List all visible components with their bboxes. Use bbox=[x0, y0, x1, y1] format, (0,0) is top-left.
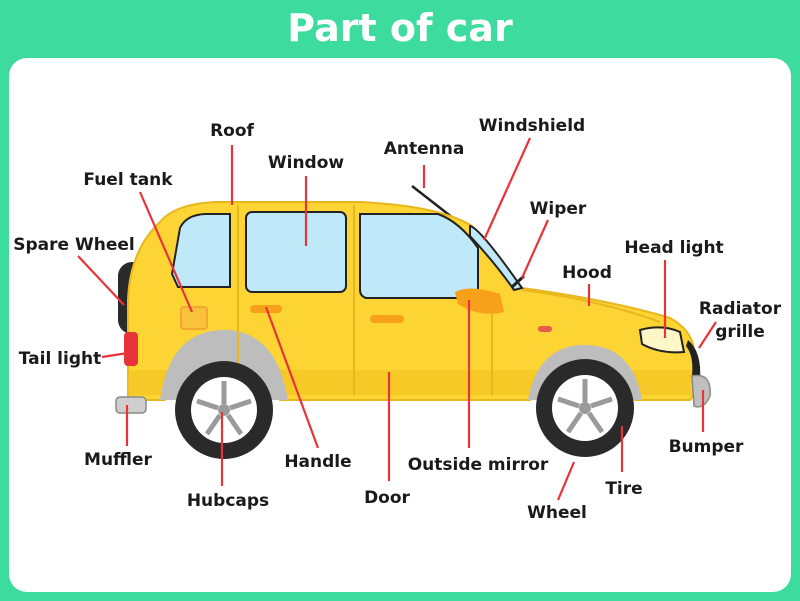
rear-spokes bbox=[196, 381, 252, 436]
fuel-tank-cap bbox=[180, 306, 208, 330]
wheel-leader bbox=[556, 461, 576, 501]
label-antenna: Antenna bbox=[384, 139, 465, 159]
label-radiator-line1: Radiator bbox=[699, 299, 782, 319]
middle-window bbox=[245, 211, 347, 293]
label-radiator-line2: grille bbox=[715, 322, 765, 342]
bumper-shape bbox=[691, 374, 711, 408]
front-side-window bbox=[359, 213, 479, 299]
rear-side-window bbox=[170, 213, 231, 288]
leader-lines bbox=[77, 137, 717, 501]
rear-hub-center bbox=[218, 404, 230, 416]
label-window: Window bbox=[268, 153, 345, 173]
windshield-glass bbox=[469, 224, 524, 292]
label-handle: Handle bbox=[284, 452, 351, 472]
fuel-tank-leader bbox=[138, 191, 194, 313]
tail-light-leader bbox=[101, 351, 129, 359]
label-muffler: Muffler bbox=[84, 450, 153, 470]
side-marker bbox=[538, 326, 552, 332]
label-windshield: Windshield bbox=[479, 116, 585, 136]
label-wiper: Wiper bbox=[530, 199, 587, 219]
label-spare-wheel: Spare Wheel bbox=[13, 235, 134, 255]
front-door-handle bbox=[370, 315, 404, 323]
hood-crease bbox=[521, 289, 661, 323]
radiator-grille-shape bbox=[686, 340, 701, 380]
label-tail-light: Tail light bbox=[19, 349, 102, 369]
outside-mirror-shape bbox=[455, 288, 504, 314]
label-outside-mirror: Outside mirror bbox=[408, 455, 549, 475]
page-title: Part of car bbox=[287, 6, 513, 50]
front-spokes bbox=[557, 379, 613, 434]
label-head-light: Head light bbox=[624, 238, 723, 258]
label-door: Door bbox=[364, 488, 410, 508]
label-hood: Hood bbox=[562, 263, 612, 283]
spare-wheel-leader bbox=[77, 255, 125, 306]
label-wheel: Wheel bbox=[527, 503, 587, 523]
label-bumper: Bumper bbox=[669, 437, 744, 457]
head-light-lamp bbox=[638, 326, 686, 354]
muffler-pipe bbox=[115, 396, 147, 414]
label-tire: Tire bbox=[605, 479, 642, 499]
front-hub-center bbox=[579, 402, 591, 414]
car-illustration bbox=[115, 185, 711, 459]
label-fuel-tank: Fuel tank bbox=[83, 170, 173, 190]
part-labels: Roof Window Antenna Windshield Fuel tank… bbox=[13, 116, 781, 523]
label-roof: Roof bbox=[210, 121, 254, 141]
windshield-leader bbox=[482, 137, 532, 241]
tail-light-lamp bbox=[124, 332, 138, 366]
label-hubcaps: Hubcaps bbox=[187, 491, 269, 511]
radiator-grille-leader bbox=[698, 321, 717, 349]
wiper-leader bbox=[520, 219, 550, 279]
handle-leader bbox=[264, 306, 320, 449]
